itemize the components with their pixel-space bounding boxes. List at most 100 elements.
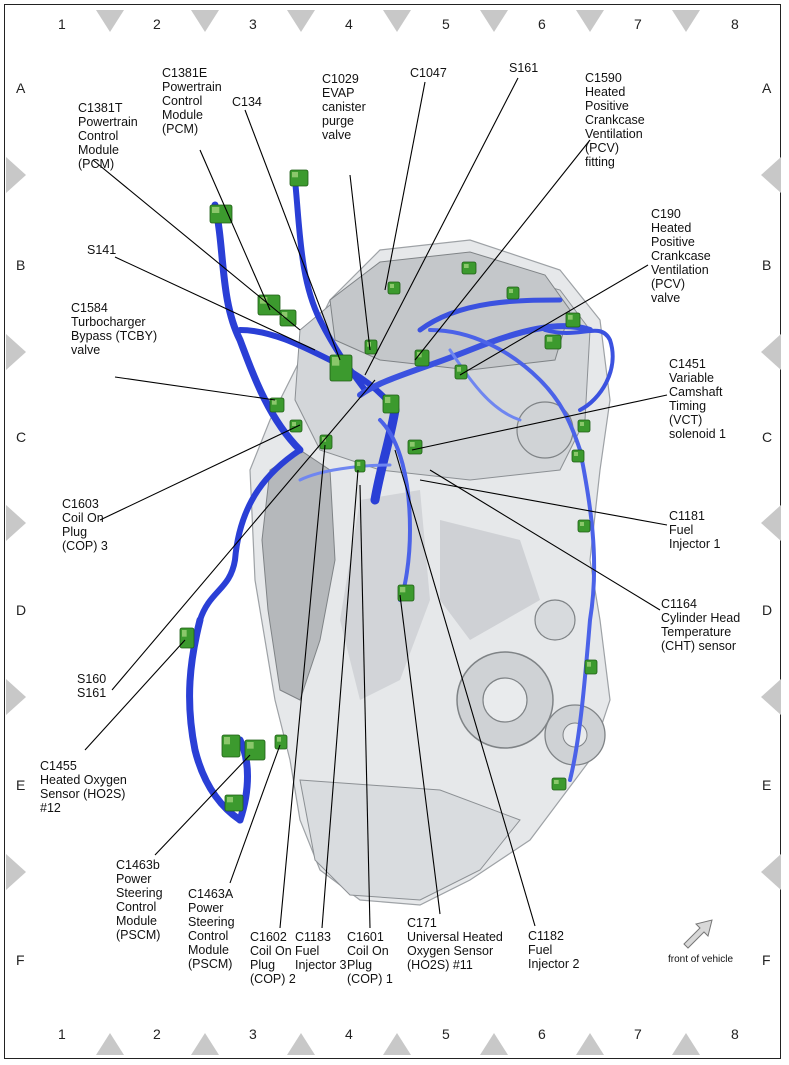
connector-highlight-6: [385, 397, 391, 403]
grid-column-bottom-5: 5: [442, 1026, 450, 1042]
label-s141: S141: [87, 243, 117, 257]
grid-triangle-right-1: [761, 334, 781, 370]
grid-triangle-top-3: [383, 10, 411, 32]
connector-highlight-25: [247, 742, 254, 749]
label-c1603: C1603 Coil On Plug (COP) 3: [62, 497, 108, 553]
label-c1584: C1584 Turbocharger Bypass (TCBY) valve: [71, 301, 158, 357]
engine-shading-2: [440, 520, 540, 640]
grid-triangle-bottom-4: [480, 1033, 508, 1055]
label-s160-s161: S160 S161: [77, 672, 107, 700]
leader-line-c1463a: [229, 744, 281, 884]
leader-line-c190: [459, 264, 649, 376]
label-c1463a: C1463A Power Steering Control Module (PS…: [188, 887, 235, 971]
connector-highlight-24: [224, 737, 230, 745]
leader-line-c171: [399, 594, 441, 915]
grid-column-bottom-7: 7: [634, 1026, 642, 1042]
connector-highlight-15: [390, 284, 394, 288]
grid-column-top-6: 6: [538, 16, 546, 32]
grid-triangle-bottom-0: [96, 1033, 124, 1055]
connector-highlight-27: [227, 797, 233, 803]
connector-highlight-23: [182, 630, 187, 637]
label-c1164: C1164 Cylinder Head Temperature (CHT) se…: [661, 597, 741, 653]
grid-triangle-bottom-1: [191, 1033, 219, 1055]
label-c134: C134: [232, 95, 262, 109]
grid-row-left-E: E: [16, 777, 26, 793]
leader-lines: [84, 77, 668, 929]
grid-triangle-top-6: [672, 10, 700, 32]
leader-line-c1381e: [199, 149, 271, 311]
grid-row-left-C: C: [16, 429, 27, 445]
connector-highlight-7: [272, 400, 277, 405]
grid-triangle-bottom-2: [287, 1033, 315, 1055]
grid-triangles: [6, 10, 781, 1055]
leader-line-c1451: [411, 394, 668, 451]
grid-column-top-4: 4: [345, 16, 353, 32]
connector-highlight-11: [410, 442, 415, 447]
grid-row-right-E: E: [762, 777, 772, 793]
grid-row-right-B: B: [762, 257, 772, 273]
grid-triangle-left-3: [6, 679, 26, 715]
label-c1602: C1602 Coil On Plug (COP) 2: [250, 930, 296, 986]
leader-line-c1164: [429, 469, 661, 611]
grid-triangle-left-4: [6, 854, 26, 890]
grid-triangle-right-0: [761, 157, 781, 193]
label-c1455: C1455 Heated Oxygen Sensor (HO2S) #12: [40, 759, 127, 815]
crank-pulley-hub: [482, 677, 528, 723]
grid-column-top-5: 5: [442, 16, 450, 32]
grid-triangle-left-0: [6, 157, 26, 193]
label-c1181: C1181 Fuel Injector 1: [669, 509, 721, 551]
grid-column-bottom-2: 2: [153, 1026, 161, 1042]
grid-row-left-B: B: [16, 257, 26, 273]
connector-highlight-4: [332, 357, 340, 366]
leader-line-c1590: [414, 139, 591, 361]
grid-column-top-1: 1: [58, 16, 66, 32]
grid-triangle-top-0: [96, 10, 124, 32]
valve-cover: [329, 251, 571, 371]
leader-line-c1181: [419, 479, 668, 526]
leader-line-c1183: [321, 469, 359, 929]
label-c171: C171 Universal Heated Oxygen Sensor (HO2…: [407, 916, 503, 972]
connector-highlight-28: [587, 662, 591, 667]
label-c1463b: C1463b Power Steering Control Module (PS…: [116, 858, 163, 942]
grid-triangle-left-2: [6, 505, 26, 541]
leader-line-c1584: [114, 376, 276, 401]
connector-highlight-14: [464, 264, 469, 268]
leader-line-s161-top: [364, 77, 519, 376]
grid-triangle-bottom-3: [383, 1033, 411, 1055]
leader-line-c1182: [394, 449, 536, 927]
leader-line-s141: [114, 256, 316, 351]
grid-triangle-right-4: [761, 854, 781, 890]
grid-triangle-top-1: [191, 10, 219, 32]
connector-highlight-3: [282, 312, 288, 318]
front-of-vehicle-arrow-icon: [683, 919, 713, 949]
grid-column-bottom-4: 4: [345, 1026, 353, 1042]
grid-triangle-bottom-6: [672, 1033, 700, 1055]
grid-triangle-right-2: [761, 505, 781, 541]
grid-column-bottom-1: 1: [58, 1026, 66, 1042]
leader-line-c1455: [84, 639, 186, 751]
grid-column-top-7: 7: [634, 16, 642, 32]
label-c1183: C1183 Fuel Injector 3: [295, 930, 347, 972]
connector-highlight-17: [547, 337, 553, 342]
label-c1029: C1029 EVAP canister purge valve: [322, 72, 366, 142]
connector-highlight-16: [509, 289, 513, 293]
label-c1182: C1182 Fuel Injector 2: [528, 929, 580, 971]
label-c1451: C1451 Variable Camshaft Timing (VCT) sol…: [669, 357, 726, 441]
grid-row-left-F: F: [16, 952, 25, 968]
grid-triangle-right-3: [761, 679, 781, 715]
front-of-vehicle-label: front of vehicle: [668, 954, 734, 965]
grid-column-top-8: 8: [731, 16, 739, 32]
connector-highlight-19: [580, 422, 584, 426]
connector-highlight-0: [212, 207, 220, 213]
grid-row-right-C: C: [762, 429, 773, 445]
label-c1590: C1590 Heated Positive Crankcase Ventilat…: [585, 71, 645, 169]
connector-highlight-8: [292, 422, 296, 426]
leader-line-c134: [244, 109, 341, 361]
engine-illustration: [249, 239, 611, 906]
grid-row-right-A: A: [762, 80, 772, 96]
connector-highlight-22: [400, 587, 406, 593]
leader-line-s160-s161: [111, 379, 376, 691]
exhaust-manifold: [261, 449, 336, 701]
label-s161-top: S161: [509, 61, 539, 75]
